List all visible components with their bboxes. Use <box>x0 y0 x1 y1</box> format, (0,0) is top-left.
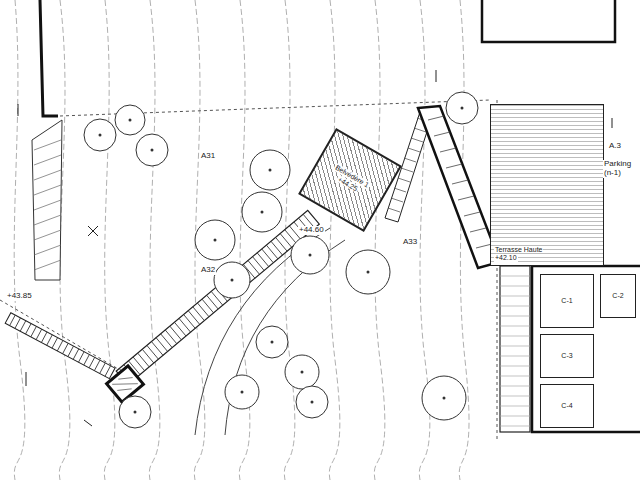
room-box: C-4 <box>540 384 594 428</box>
plan-label: A32 <box>200 266 216 275</box>
tree-trunks <box>99 107 464 414</box>
plan-label: Parking (n-1) <box>603 160 637 178</box>
lower-stair <box>5 313 115 379</box>
plan-label: A33 <box>402 238 418 247</box>
room-box: C-3 <box>540 334 594 378</box>
plan-label: +43.85 <box>6 292 33 301</box>
area-name: C-4 <box>560 402 573 410</box>
plan-label: A31 <box>200 152 216 161</box>
property-line <box>0 100 497 440</box>
boundary-wall <box>40 0 58 116</box>
section-marks <box>18 70 612 426</box>
ramp <box>32 120 62 280</box>
area-name: C-3 <box>560 352 573 360</box>
area-name: Terrasse Haute <box>494 246 543 254</box>
room-box: C-1 <box>540 274 594 328</box>
plan-label: A.3 <box>608 142 622 151</box>
neighbour-building <box>482 0 615 42</box>
long-stair <box>116 210 319 384</box>
trees <box>84 92 478 428</box>
area-name: C-2 <box>611 292 624 300</box>
contour-lines <box>14 0 469 480</box>
room-box: C-2 <box>600 274 636 318</box>
plan-label: +44.60 <box>298 226 325 235</box>
building-outline <box>532 266 640 432</box>
lower-terrace-strip <box>500 266 530 432</box>
elevation-label: +42.10 <box>494 254 518 262</box>
terrace-area: Terrasse Haute+42.10 <box>490 104 604 266</box>
retaining-wall <box>418 106 500 268</box>
area-name: C-1 <box>560 297 573 305</box>
